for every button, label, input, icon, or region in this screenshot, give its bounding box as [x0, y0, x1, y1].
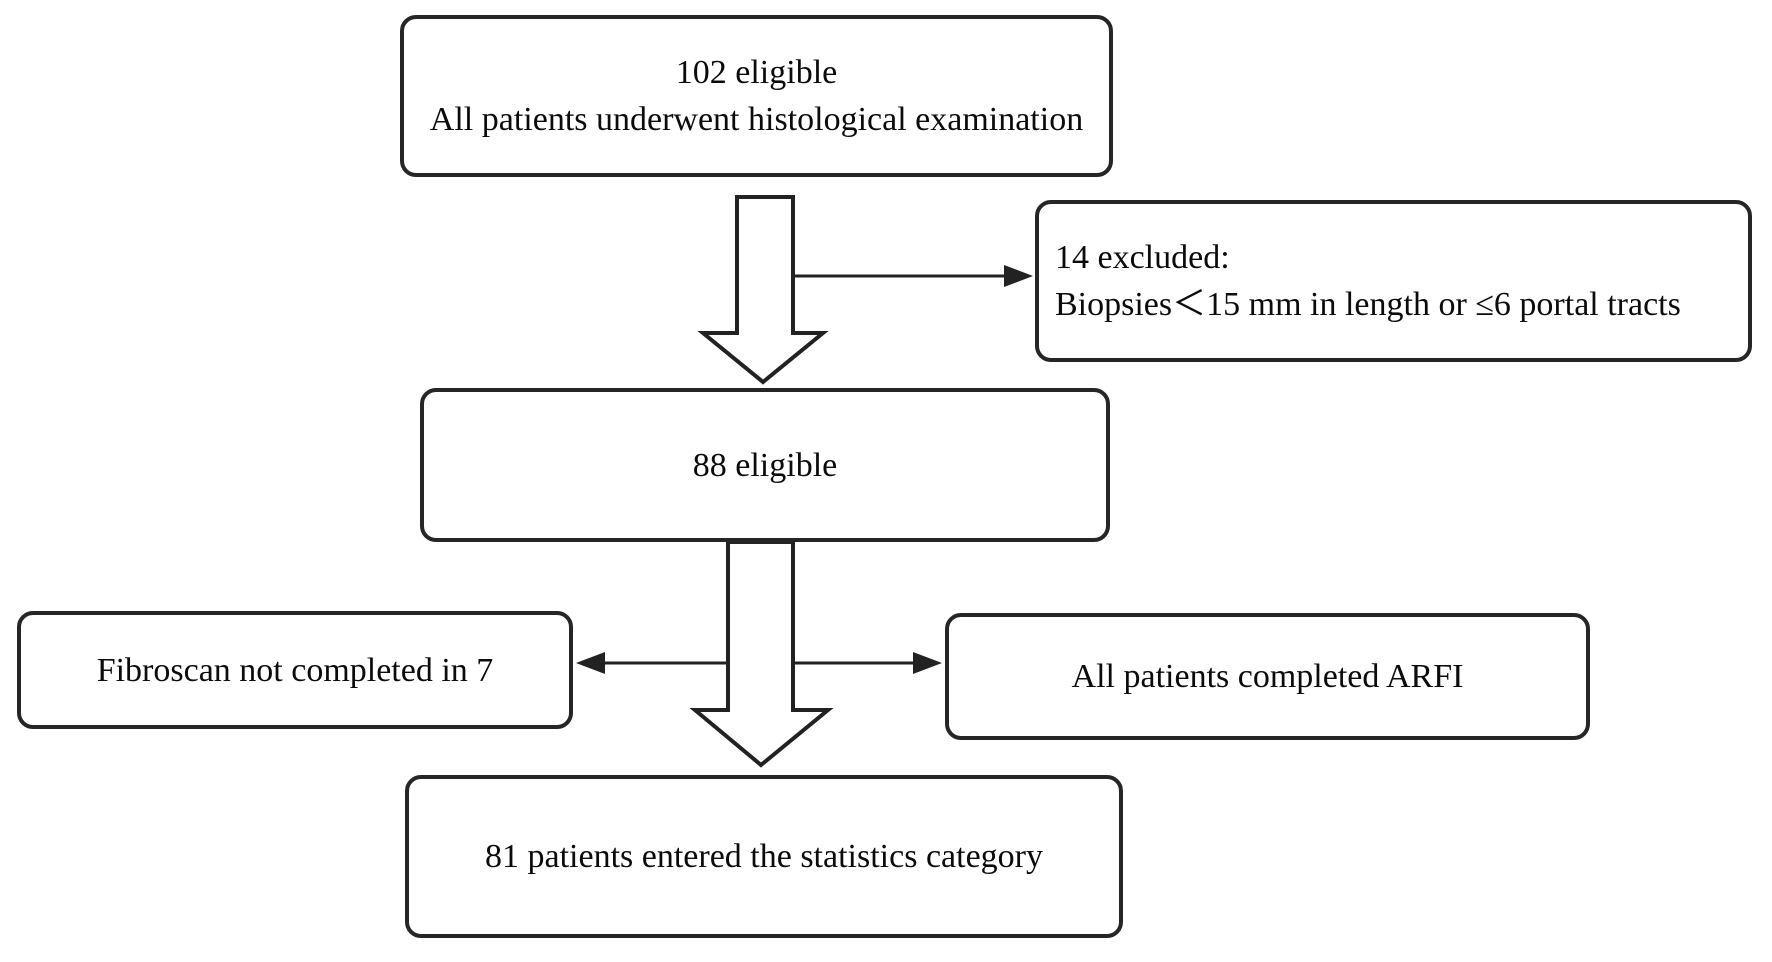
down-block-arrow-1-icon — [697, 195, 829, 385]
node-fibroscan-not-completed: Fibroscan not completed in 7 — [17, 611, 573, 729]
right-arrowhead-arfi-icon — [913, 652, 942, 674]
node-fibroscan-line-1: Fibroscan not completed in 7 — [96, 651, 494, 689]
node-eligible-102-line-1: 102 eligible — [675, 54, 838, 91]
node-arfi-line-1: All patients completed ARFI — [1071, 658, 1464, 695]
node-eligible-88: 88 eligible — [420, 388, 1110, 542]
node-eligible-102: 102 eligible All patients underwent hist… — [400, 15, 1113, 177]
right-arrowhead-excluded-icon — [1004, 265, 1033, 287]
node-statistics-81-line-1: 81 patients entered the statistics categ… — [485, 838, 1043, 875]
left-arrowhead-fibroscan-icon — [576, 652, 605, 674]
node-excluded-14: 14 excluded: Biopsies＜15 mm in length or… — [1035, 200, 1752, 362]
node-arfi-completed: All patients completed ARFI — [945, 613, 1590, 740]
node-statistics-81: 81 patients entered the statistics categ… — [405, 775, 1123, 938]
node-eligible-88-line-1: 88 eligible — [692, 446, 838, 484]
node-eligible-102-line-2: All patients underwent histological exam… — [429, 101, 1084, 138]
node-excluded-14-line-2: Biopsies＜15 mm in length or ≤6 portal tr… — [1055, 286, 1681, 323]
node-excluded-14-line-1: 14 excluded: — [1055, 239, 1230, 276]
down-block-arrow-2-icon — [689, 540, 834, 768]
